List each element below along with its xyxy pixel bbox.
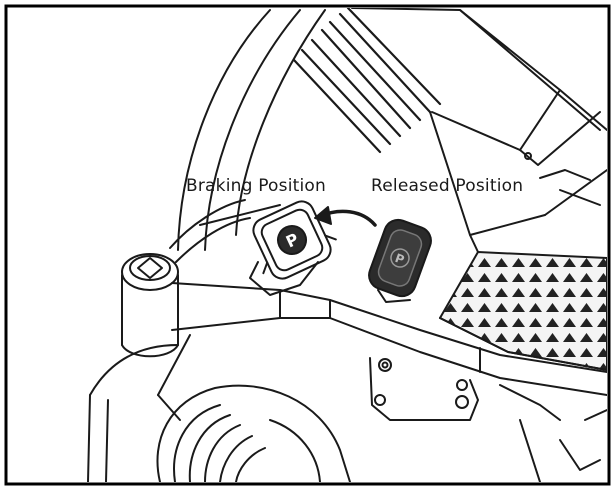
released-pedal-stem bbox=[377, 289, 411, 303]
vent-slots bbox=[292, 8, 442, 154]
caster-post bbox=[121, 253, 179, 358]
released-pedal: P bbox=[368, 218, 432, 298]
frame-border bbox=[4, 4, 611, 486]
tread-plate bbox=[439, 251, 607, 371]
lower-right-detail bbox=[519, 409, 607, 482]
wheel bbox=[156, 384, 351, 482]
mount-bracket bbox=[369, 357, 561, 421]
machine-shell bbox=[177, 9, 326, 251]
braking-pedal-stem bbox=[249, 261, 319, 296]
braking-position-label: Braking Position bbox=[186, 176, 326, 196]
released-position-label: Released Position bbox=[371, 176, 524, 196]
braking-pedal: P bbox=[252, 200, 337, 280]
lower-frame bbox=[87, 199, 281, 482]
curved-arrow-icon bbox=[314, 206, 377, 227]
upper-housing bbox=[351, 8, 607, 253]
